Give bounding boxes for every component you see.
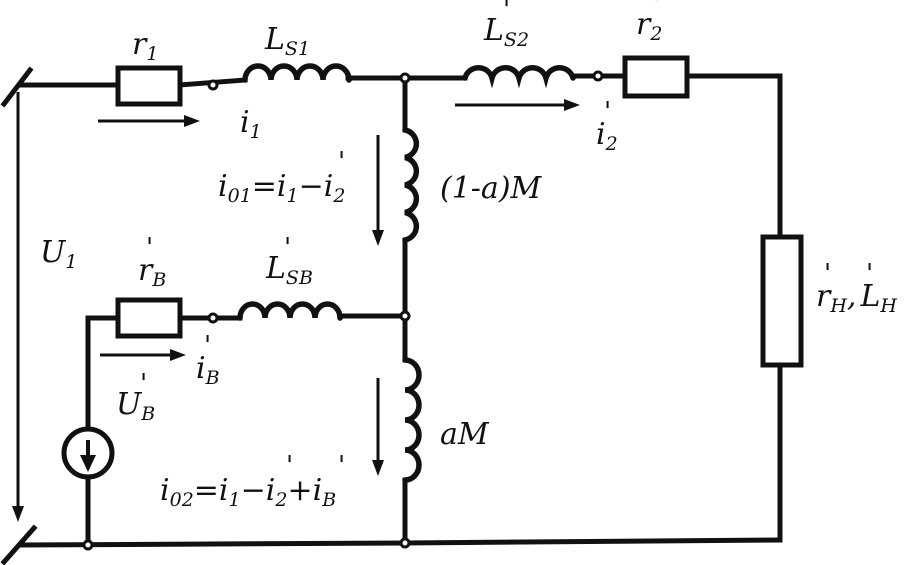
- arrow-i1-head: [184, 115, 200, 127]
- node-bottom-left: [82, 539, 94, 551]
- wire-bottom-right: [402, 537, 783, 546]
- arrows: [12, 92, 580, 522]
- arrow-ib-head: [170, 349, 186, 361]
- label-ls2: LS2: [483, 13, 529, 51]
- arrow-i2-head: [564, 99, 580, 111]
- prime-ib: ': [204, 331, 211, 361]
- resistor-load: [760, 234, 804, 368]
- arrow-u1-head: [12, 506, 24, 522]
- resistor-rb: [115, 297, 183, 339]
- prime-i02-ib: ': [338, 451, 345, 481]
- label-lower-mutual: aM: [440, 417, 490, 452]
- label-u1: U1: [40, 235, 77, 273]
- terminal-bottom: [0, 524, 38, 565]
- junctions: [82, 70, 604, 551]
- prime-load-r: ': [824, 259, 831, 289]
- inductor-lsb: [237, 301, 343, 321]
- prime-ub: ': [140, 369, 147, 399]
- input-terminals: [0, 66, 38, 565]
- label-ub: UB: [116, 387, 155, 425]
- inductor-ls2: [462, 64, 576, 89]
- arrow-i01-head: [372, 230, 384, 246]
- label-lsb: LSB: [265, 251, 313, 289]
- node-top: [399, 72, 411, 84]
- label-i02-equation: i02=i1−i2+iB: [160, 473, 336, 511]
- junction-rb-lsb: [207, 312, 219, 324]
- source-arrow-head: [80, 455, 96, 472]
- resistor-r1: [115, 65, 183, 107]
- prime-i01-rhs: ': [338, 147, 345, 177]
- resistor-r2: [622, 55, 690, 99]
- label-i01-equation: i01=i1−i2: [218, 169, 345, 207]
- node-middle: [399, 310, 411, 322]
- junction-r1-ls1: [207, 79, 219, 91]
- junction-ls2-r2: [592, 70, 604, 82]
- label-rb: rB: [138, 253, 166, 291]
- label-load: rH,LH: [816, 279, 897, 317]
- node-bottom: [399, 537, 411, 549]
- label-i2: i2: [596, 117, 618, 155]
- label-ls1: LS1: [264, 22, 310, 60]
- prime-rb: ': [146, 233, 153, 263]
- inductor-ls1: [242, 63, 352, 83]
- prime-r2: ': [653, 0, 660, 19]
- label-r1: r1: [132, 27, 158, 65]
- prime-load-l: ': [866, 259, 873, 289]
- inductor-lower-mutual: [402, 357, 422, 483]
- inductor-upper-mutual: [402, 127, 420, 243]
- label-r2: r2: [636, 7, 662, 45]
- prime-ls2: ': [503, 0, 510, 25]
- label-i1: i1: [240, 105, 262, 143]
- arrow-i02-head: [372, 460, 384, 476]
- label-ib: iB: [196, 351, 220, 389]
- prime-lsb: ': [284, 233, 291, 263]
- label-upper-mutual: (1-a)M: [440, 171, 543, 206]
- prime-i2: ': [604, 97, 611, 127]
- prime-i02-i2: ': [286, 451, 293, 481]
- wire-bottom-left: [17, 540, 408, 548]
- current-source-ub: [61, 426, 115, 480]
- terminal-top: [0, 66, 34, 108]
